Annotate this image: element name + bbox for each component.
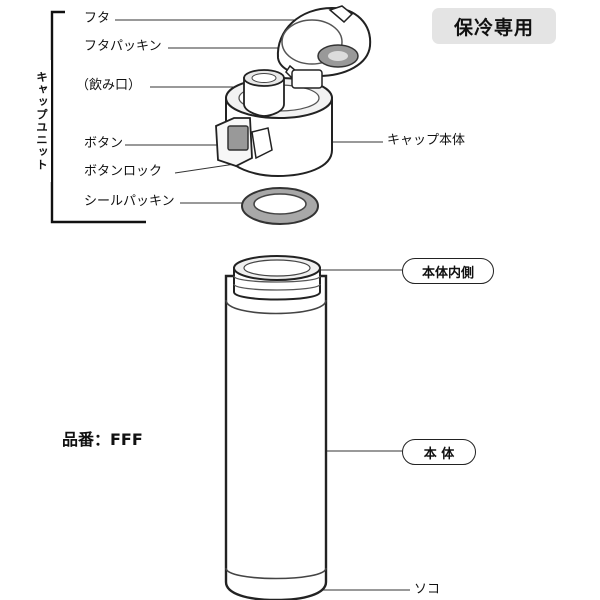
cap-lid bbox=[276, 5, 372, 84]
label-futa-packing: フタパッキン bbox=[84, 39, 162, 54]
label-nomikuchi: （飲み口） bbox=[76, 78, 142, 93]
cold-only-badge: 保冷専用 bbox=[432, 8, 556, 44]
cap-unit-label: キャップユニット bbox=[33, 60, 51, 182]
label-seal-packing: シールパッキン bbox=[84, 194, 175, 209]
label-futa: フタ bbox=[84, 11, 111, 26]
label-body-inner: 本体内側 bbox=[402, 258, 494, 284]
cap-button bbox=[215, 117, 273, 167]
label-body: 本 体 bbox=[402, 439, 476, 465]
bottle-body bbox=[224, 255, 328, 600]
label-cap-body: キャップ本体 bbox=[387, 133, 466, 148]
label-button-lock: ボタンロック bbox=[84, 164, 163, 179]
nomikuchi-spout bbox=[243, 69, 285, 117]
label-button: ボタン bbox=[84, 136, 124, 151]
label-bottom: ソコ bbox=[414, 582, 441, 597]
seal-packing-ring bbox=[241, 187, 319, 225]
button-lock bbox=[251, 127, 273, 160]
model-number: 品番：FFF bbox=[62, 430, 143, 449]
cap-unit-bracket bbox=[50, 10, 146, 224]
